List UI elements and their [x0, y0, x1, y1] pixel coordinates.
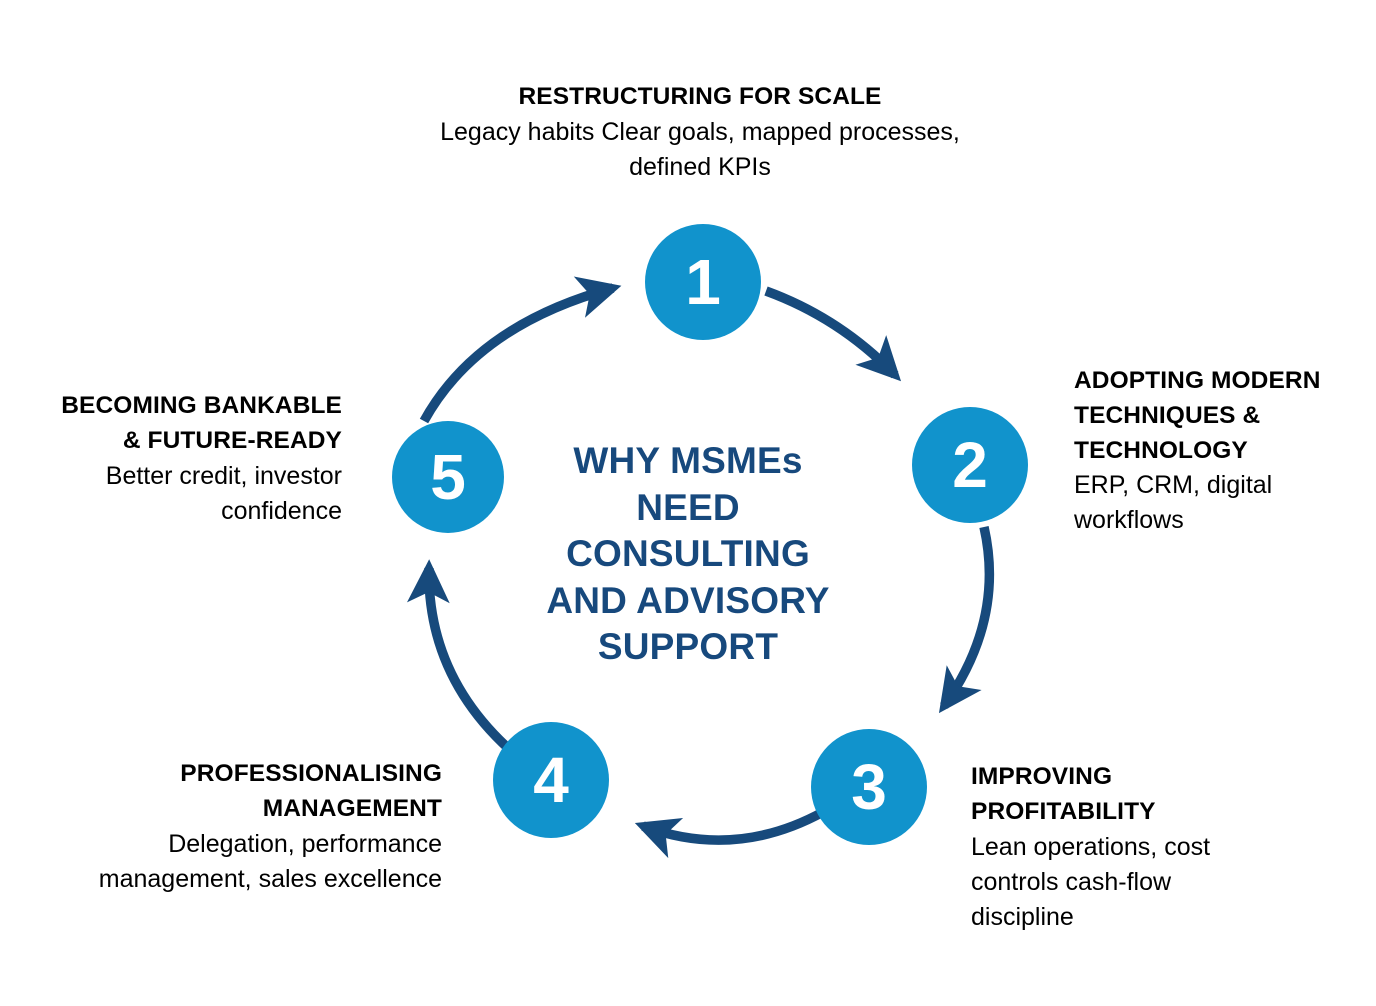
center-title: WHY MSMEs NEED CONSULTING AND ADVISORY S… — [498, 438, 878, 671]
step-label-3: IMPROVING PROFITABILITY Lean operations,… — [971, 760, 1271, 935]
step-node-1[interactable]: 1 — [645, 224, 761, 340]
step-label-4: PROFESSIONALISING MANAGEMENT Delegation,… — [80, 757, 442, 897]
step-number-3: 3 — [851, 751, 887, 823]
step-node-2[interactable]: 2 — [912, 407, 1028, 523]
step-body-5: Better credit, investor confidence — [105, 461, 342, 525]
step-node-3[interactable]: 3 — [811, 729, 927, 845]
step-number-1: 1 — [685, 246, 721, 318]
step-label-5: BECOMING BANKABLE & FUTURE-READY Better … — [40, 389, 342, 529]
step-body-2: ERP, CRM, digital workflows — [1074, 471, 1273, 535]
step-label-2: ADOPTING MODERN TECHNIQUES & TECHNOLOGY … — [1074, 364, 1324, 538]
step-heading-3: IMPROVING PROFITABILITY — [971, 763, 1156, 825]
arrow-4-to-5 — [406, 559, 513, 753]
step-heading-1: RESTRUCTURING FOR SCALE — [518, 83, 882, 110]
step-heading-2: ADOPTING MODERN TECHNIQUES & TECHNOLOGY — [1074, 367, 1321, 464]
step-body-1: Legacy habits Clear goals, mapped proces… — [440, 117, 960, 181]
step-number-2: 2 — [952, 429, 988, 501]
step-body-4: Delegation, performance management, sale… — [98, 829, 442, 893]
step-node-5[interactable]: 5 — [392, 421, 504, 533]
step-body-3: Lean operations, cost controls cash-flow… — [971, 832, 1211, 931]
step-node-4[interactable]: 4 — [493, 722, 609, 838]
center-title-line: WHY MSMEs — [573, 440, 803, 481]
arrow-5-to-1 — [419, 276, 622, 424]
step-heading-5: BECOMING BANKABLE & FUTURE-READY — [61, 392, 342, 454]
step-number-5: 5 — [430, 441, 466, 513]
step-number-4: 4 — [533, 744, 569, 816]
arrow-1-to-2 — [764, 286, 902, 382]
step-heading-4: PROFESSIONALISING MANAGEMENT — [180, 760, 442, 822]
center-title-line: NEED — [636, 486, 740, 528]
arrow-2-to-3 — [938, 525, 995, 714]
step-label-1: RESTRUCTURING FOR SCALE Legacy habits Cl… — [420, 80, 980, 185]
center-title-line: AND ADVISORY — [546, 579, 830, 621]
arrow-3-to-4 — [634, 807, 826, 859]
center-title-line: CONSULTING — [566, 533, 810, 575]
center-title-line: SUPPORT — [597, 626, 779, 668]
